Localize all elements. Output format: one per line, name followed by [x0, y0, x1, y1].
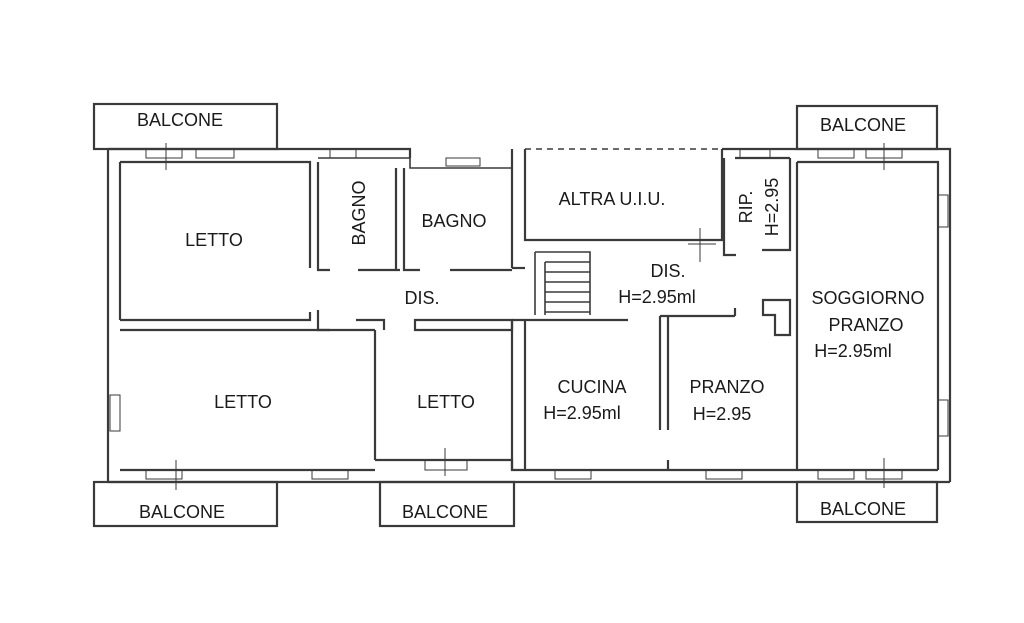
room-labels: LETTO LETTO LETTO BAGNO BAGNO DIS. ALTRA…	[185, 178, 924, 424]
balcony-bottom-right: BALCONE	[795, 480, 939, 524]
outer-walls	[106, 147, 952, 484]
room-bagno-horizontal: BAGNO	[421, 211, 486, 231]
room-dis-left: DIS.	[404, 288, 439, 308]
room-cucina: CUCINA	[557, 377, 626, 397]
room-rip: RIP.	[736, 191, 756, 224]
windows	[109, 143, 949, 490]
room-dis-right: DIS.	[650, 261, 685, 281]
balcony-top-left: BALCONE	[92, 102, 279, 151]
room-letto-top-left: LETTO	[185, 230, 243, 250]
balcony-top-right-label: BALCONE	[820, 115, 906, 135]
room-altra-uiu: ALTRA U.I.U.	[559, 189, 666, 209]
balcony-bottom-left-label: BALCONE	[139, 502, 225, 522]
balcony-bottom-center: BALCONE	[378, 480, 516, 528]
room-soggiorno-line1: SOGGIORNO	[811, 288, 924, 308]
room-soggiorno-height: H=2.95ml	[814, 341, 892, 361]
interior-walls	[120, 156, 799, 470]
room-cucina-height: H=2.95ml	[543, 403, 621, 423]
room-letto-mid-left: LETTO	[214, 392, 272, 412]
balcony-bottom-left: BALCONE	[92, 480, 279, 528]
room-dis-right-height: H=2.95ml	[618, 287, 696, 307]
room-rip-height: H=2.95	[762, 178, 782, 237]
balcony-bottom-right-label: BALCONE	[820, 499, 906, 519]
balcony-top-right: BALCONE	[795, 104, 939, 151]
balcony-top-left-label: BALCONE	[137, 110, 223, 130]
room-bagno-vertical: BAGNO	[349, 180, 369, 245]
room-pranzo-height: H=2.95	[693, 404, 752, 424]
room-letto-mid-center: LETTO	[417, 392, 475, 412]
room-soggiorno-line2: PRANZO	[828, 315, 903, 335]
balcony-bottom-center-label: BALCONE	[402, 502, 488, 522]
room-pranzo: PRANZO	[689, 377, 764, 397]
